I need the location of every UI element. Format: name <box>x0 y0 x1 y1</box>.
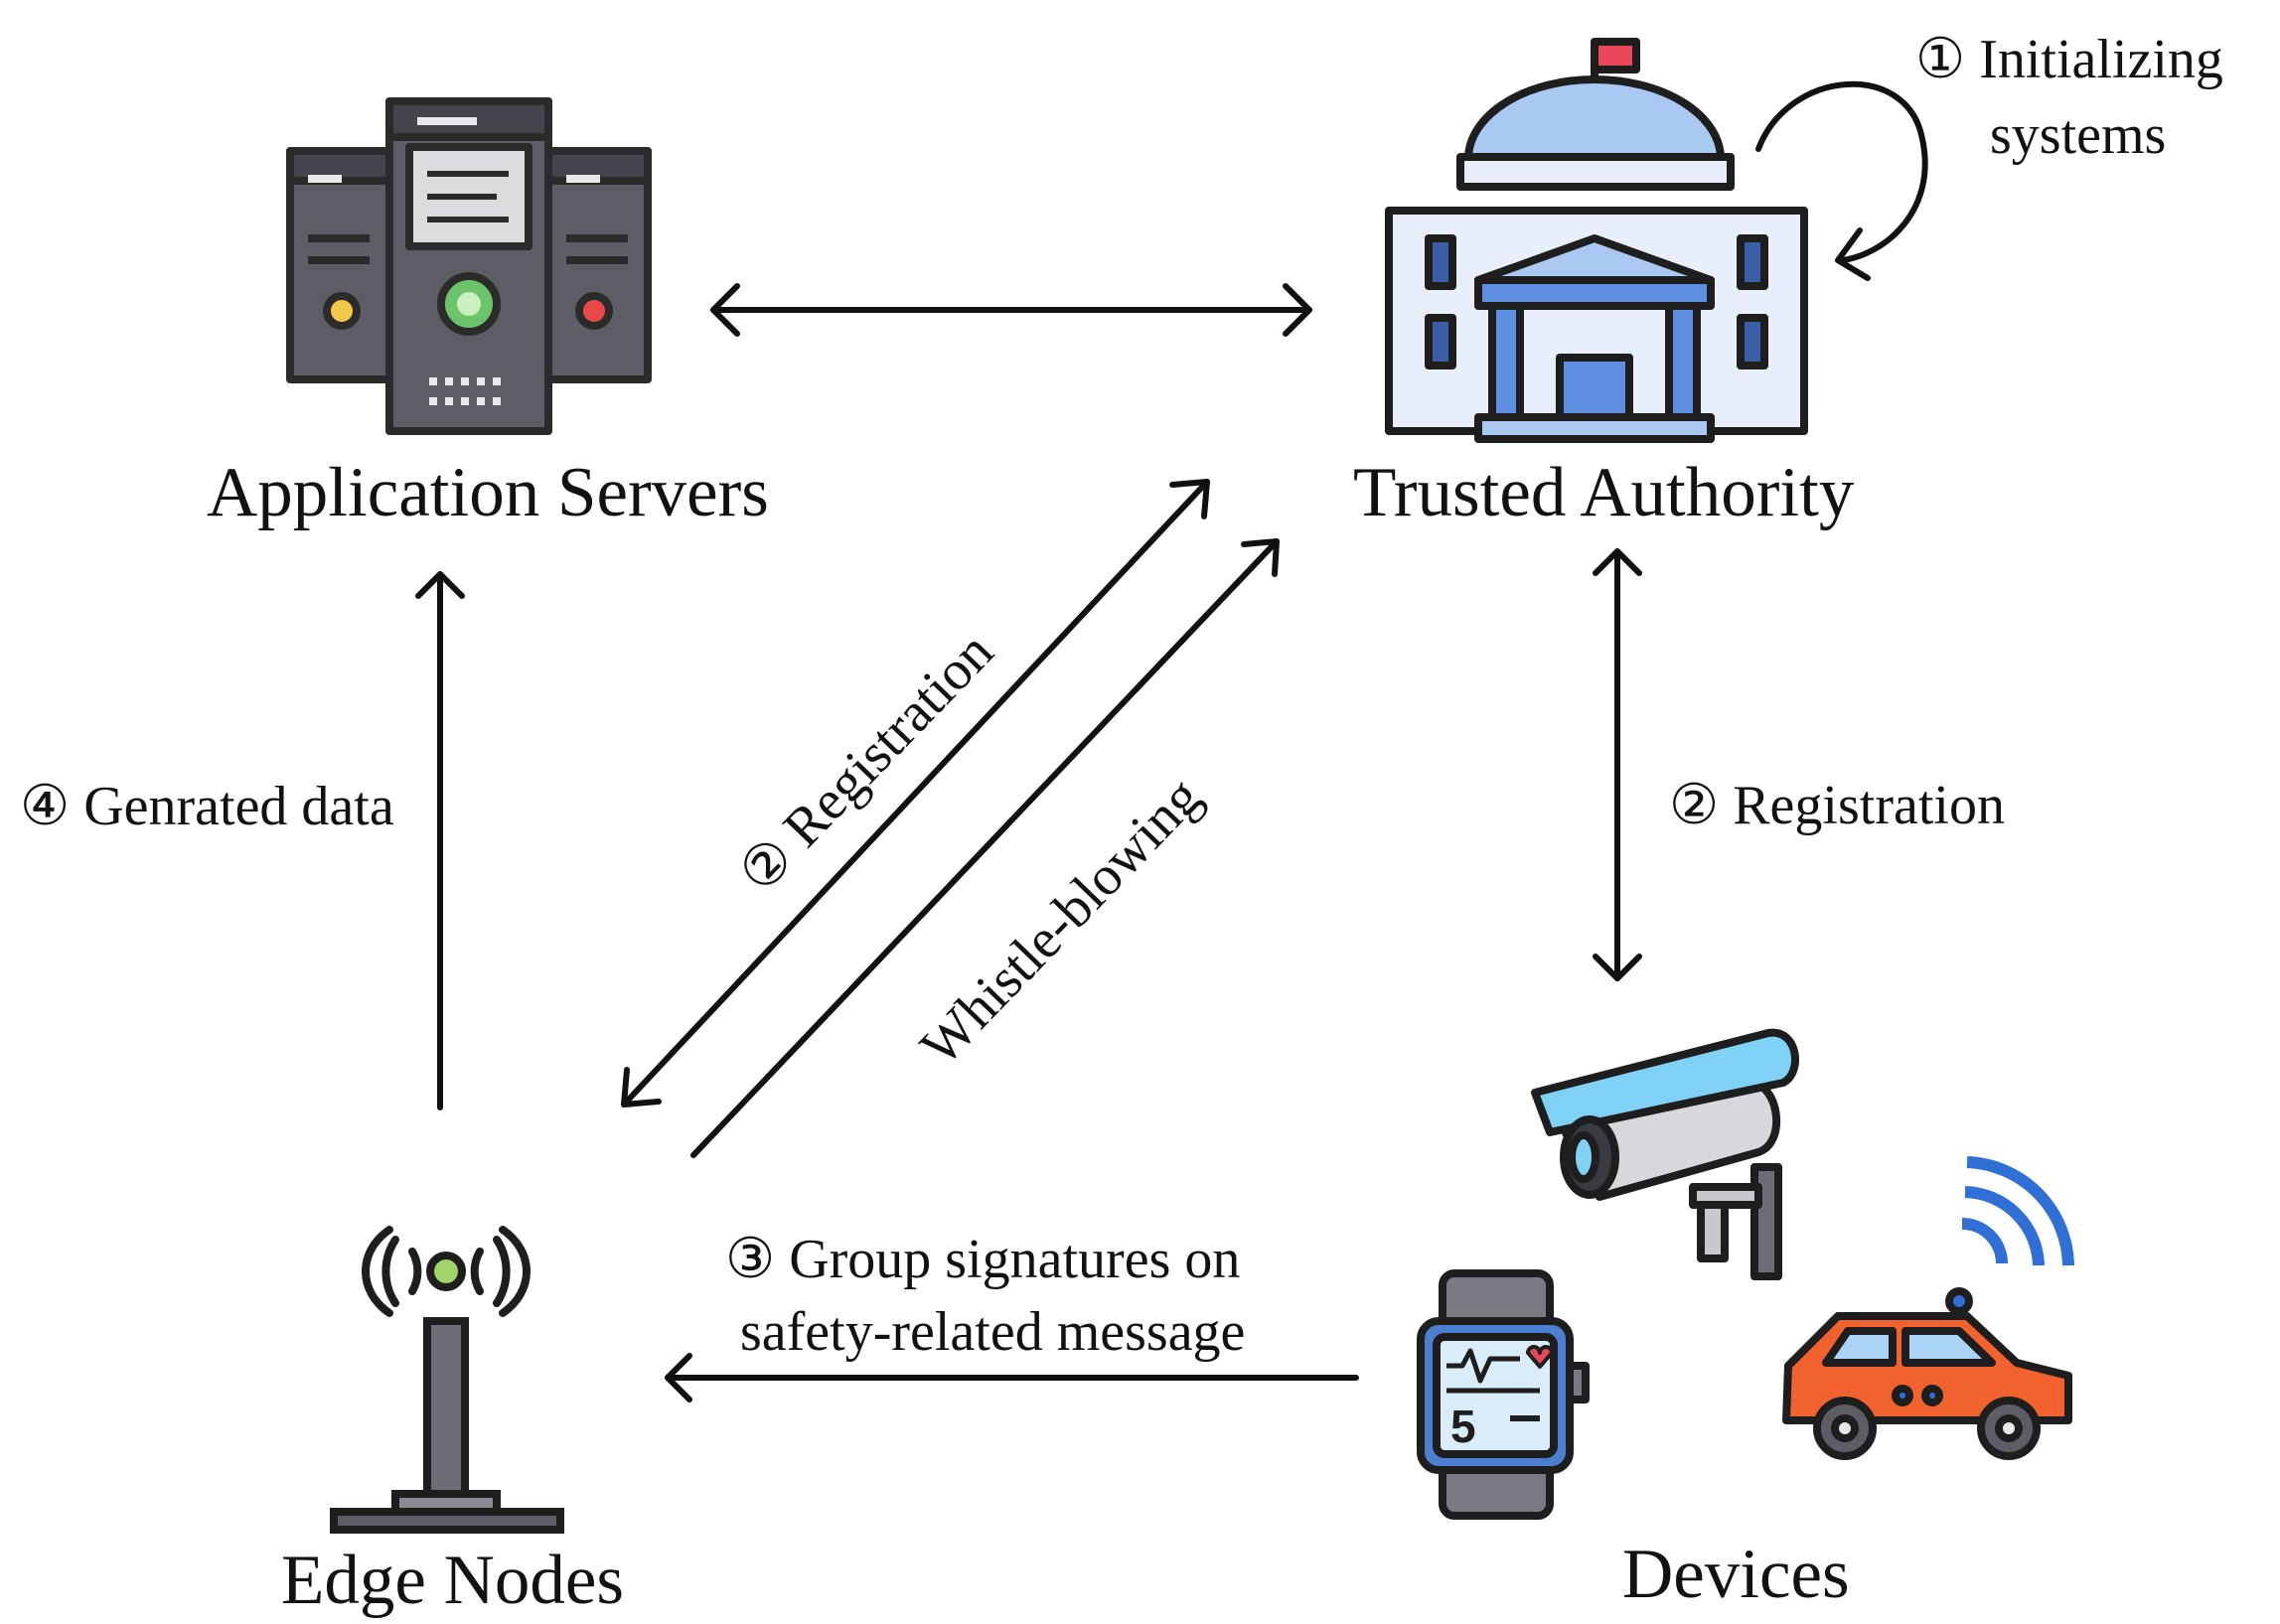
arrow-registration-edge <box>621 479 1210 1107</box>
label-initializing-line1: ① Initializing <box>1915 29 2223 90</box>
arrows <box>415 80 1928 1403</box>
server-vents <box>308 117 600 405</box>
antenna-icon <box>330 1226 564 1534</box>
label-initializing-line2: systems <box>1990 104 2167 166</box>
authority-building-icon <box>1385 38 1808 443</box>
watch-reading: 5 <box>1450 1401 1476 1452</box>
node-devices: Devices <box>1622 1536 1850 1613</box>
label-registration-devices: ② Registration <box>1669 775 2005 836</box>
arrow-whistle-blowing <box>690 538 1280 1158</box>
smartwatch-icon <box>1417 1269 1590 1520</box>
camera-icon <box>1531 1028 1799 1280</box>
label-group-signatures-line1: ③ Group signatures on <box>725 1229 1241 1290</box>
arrow-group-signatures <box>665 1353 1359 1403</box>
arrow-generated-data <box>415 571 465 1110</box>
label-group-signatures-line2: safety-related message <box>740 1301 1246 1363</box>
label-generated-data: ④ Genrated data <box>20 776 394 837</box>
node-trusted-authority: Trusted Authority <box>1353 454 1855 531</box>
node-application-servers: Application Servers <box>207 454 769 531</box>
car-icon <box>1782 1156 2074 1460</box>
servers-icon <box>286 97 652 435</box>
arrow-servers-authority <box>710 283 1312 337</box>
arrow-initializing-loop <box>1755 80 1928 281</box>
node-edge-nodes: Edge Nodes <box>281 1542 625 1619</box>
arrow-authority-devices <box>1593 548 1642 981</box>
